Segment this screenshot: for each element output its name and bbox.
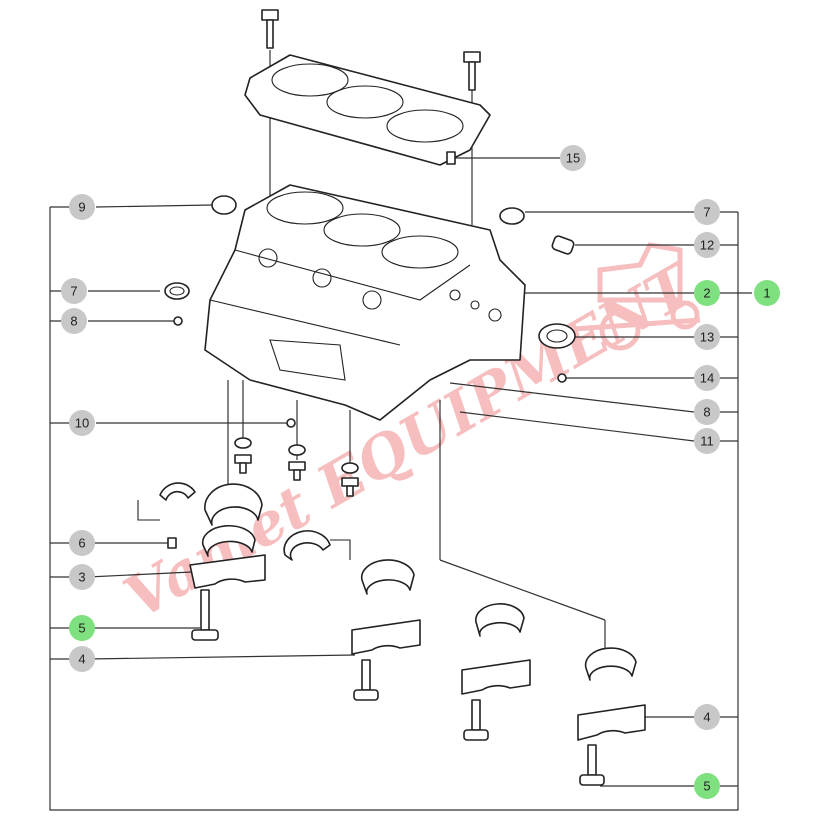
callout-11[interactable]: 11 <box>694 428 720 454</box>
bearing-cap-4-c <box>577 647 646 786</box>
main-bearing-upper <box>204 483 263 526</box>
seal-13 <box>538 323 576 349</box>
callout-label: 10 <box>75 416 89 431</box>
plug-7-left <box>164 282 190 300</box>
callout-2[interactable]: 2 <box>694 280 720 306</box>
o-ring-9 <box>211 195 237 215</box>
bearing-cap-3 <box>189 524 266 589</box>
callout-label: 12 <box>700 238 714 253</box>
callout-label: 5 <box>703 779 710 794</box>
callout-label: 8 <box>70 314 77 329</box>
callout-label: 1 <box>763 286 770 301</box>
callout-label: 14 <box>700 371 714 386</box>
callout-12[interactable]: 12 <box>694 232 720 258</box>
ball-14 <box>557 373 567 383</box>
assembly-bracket-left <box>49 207 739 811</box>
callout-9[interactable]: 9 <box>69 194 95 220</box>
callout-8-left[interactable]: 8 <box>61 308 87 334</box>
cylinder-block <box>204 184 526 421</box>
head-bolt-right <box>463 51 481 91</box>
callout-label: 7 <box>703 205 710 220</box>
callout-10[interactable]: 10 <box>69 410 95 436</box>
ball-10 <box>286 418 296 428</box>
ball-8-left <box>173 316 183 326</box>
bearing-cap-4-b <box>461 603 531 741</box>
thrust-washer-right <box>283 530 351 561</box>
callout-7-right[interactable]: 7 <box>694 199 720 225</box>
callout-14[interactable]: 14 <box>694 365 720 391</box>
callout-5-left[interactable]: 5 <box>69 615 95 641</box>
callout-7-left[interactable]: 7 <box>61 278 87 304</box>
callout-label: 9 <box>78 200 85 215</box>
callout-label: 15 <box>566 151 580 166</box>
callout-3[interactable]: 3 <box>69 564 95 590</box>
washer-bolt-set-3 <box>341 462 359 497</box>
callout-5-right[interactable]: 5 <box>694 773 720 799</box>
dowel-pin-15 <box>446 151 456 165</box>
thrust-washer-left <box>137 482 196 521</box>
callout-label: 6 <box>78 536 85 551</box>
callout-label: 4 <box>78 652 85 667</box>
callout-8-right[interactable]: 8 <box>694 399 720 425</box>
callout-label: 2 <box>703 286 710 301</box>
callout-label: 4 <box>703 710 710 725</box>
callout-label: 11 <box>700 434 714 449</box>
callout-13[interactable]: 13 <box>694 324 720 350</box>
callout-4-right[interactable]: 4 <box>694 704 720 730</box>
callout-1[interactable]: 1 <box>754 280 780 306</box>
dowel-6 <box>167 537 177 549</box>
cap-bolt-5-left <box>191 589 219 641</box>
callout-15[interactable]: 15 <box>560 145 586 171</box>
callout-label: 5 <box>78 621 85 636</box>
bearing-cap-4-a <box>351 559 421 701</box>
callout-label: 3 <box>78 570 85 585</box>
callout-label: 13 <box>700 330 714 345</box>
callout-4-left[interactable]: 4 <box>69 646 95 672</box>
washer-bolt-set-2 <box>288 444 306 481</box>
head-gasket <box>244 54 491 166</box>
plug-12 <box>551 235 575 255</box>
callout-label: 8 <box>703 405 710 420</box>
callout-label: 7 <box>70 284 77 299</box>
callout-6[interactable]: 6 <box>69 530 95 556</box>
plug-7-right <box>499 207 525 225</box>
head-bolt-left <box>261 9 279 49</box>
washer-bolt-set-1 <box>234 437 252 474</box>
